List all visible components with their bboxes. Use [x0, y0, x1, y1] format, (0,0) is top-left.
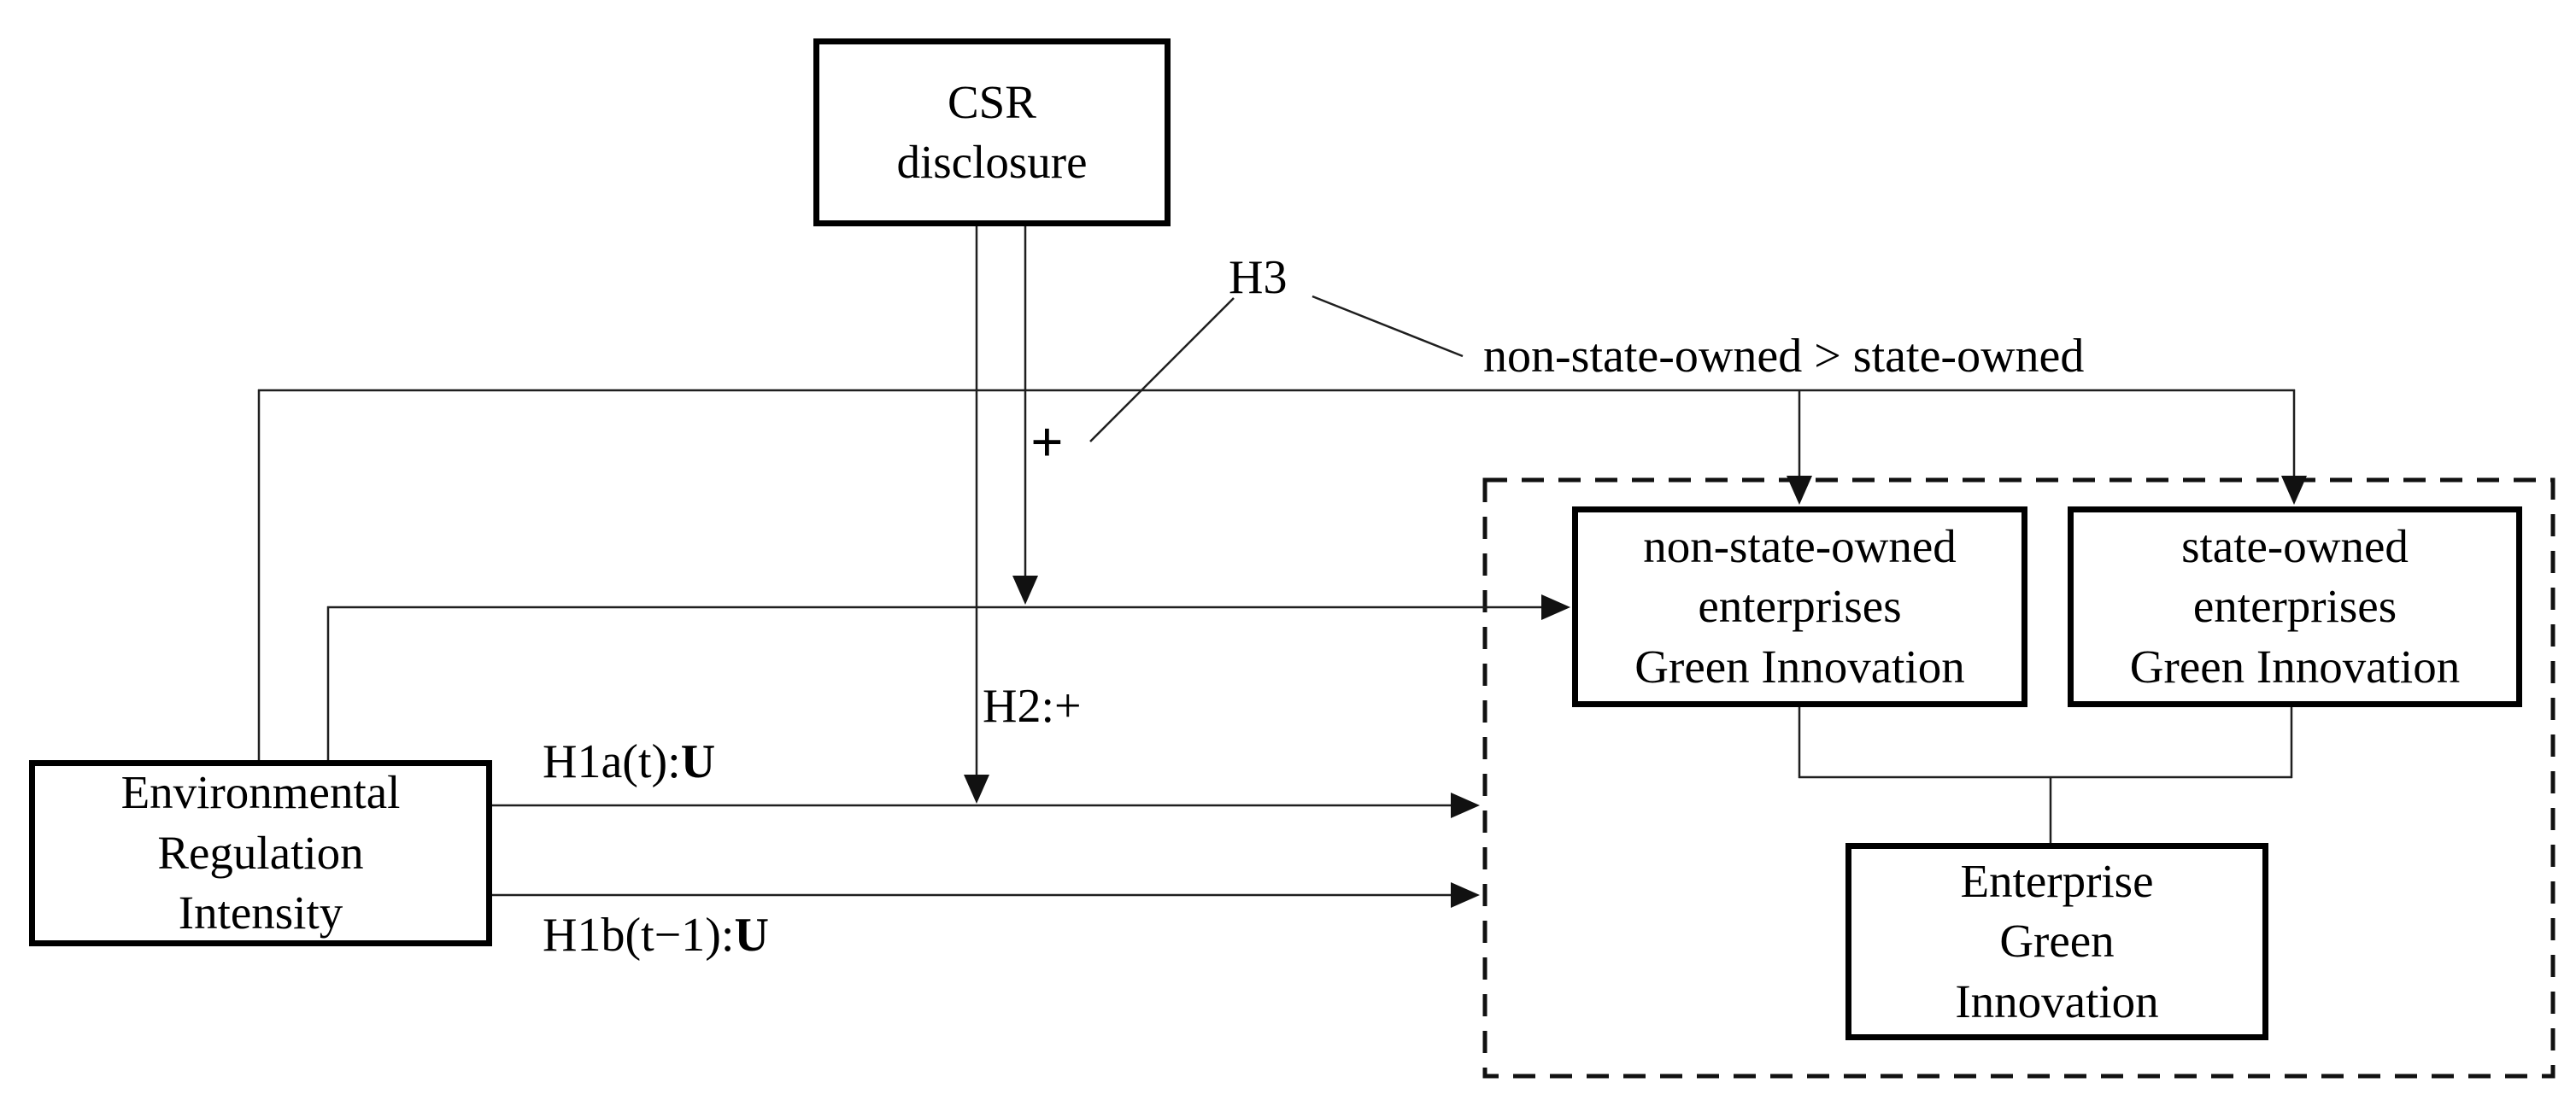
non-state-owned-box: non-state-owned enterprises Green Innova… [1572, 506, 2027, 707]
h3-leg-to-plus [1089, 297, 1235, 442]
h3-leg-to-ownership [1311, 295, 1464, 358]
csr-disclosure-box: CSR disclosure [813, 38, 1171, 226]
arrow-right-h1a-icon [1451, 793, 1480, 818]
enterprise-green-innovation-label: Enterprise Green Innovation [1955, 854, 2159, 1027]
h3-label: H3 [1229, 251, 1288, 304]
h1a-label-u: U [680, 735, 716, 788]
plus-sign-label: + [1030, 409, 1064, 474]
h1b-label-prefix: H1b(t−1): [543, 909, 735, 962]
csr-disclosure-label: CSR disclosure [896, 75, 1088, 188]
arrow-down-state-icon [2281, 476, 2307, 505]
state-owned-box: state-owned enterprises Green Innovation [2068, 506, 2522, 707]
non-state-owned-label: non-state-owned enterprises Green Innova… [1634, 519, 1965, 693]
dashed-group-border [1482, 477, 2555, 1079]
environmental-regulation-label: Environmental Regulation Intensity [120, 766, 401, 939]
arrow-down-nonstate-icon [1787, 476, 1812, 505]
enterprise-green-innovation-box: Enterprise Green Innovation [1845, 843, 2268, 1040]
h2-label: H2:+ [983, 680, 1082, 733]
arrow-right-nonstate-icon [1541, 594, 1570, 620]
arrow-down-h2-icon [964, 775, 989, 804]
arrow-down-moderation-icon [1012, 576, 1038, 605]
h1a-label: H1a(t):U [543, 737, 715, 787]
state-owned-label: state-owned enterprises Green Innovation [2129, 519, 2461, 693]
environmental-regulation-box: Environmental Regulation Intensity [29, 760, 492, 946]
h1b-label-u: U [734, 909, 769, 962]
h1a-label-prefix: H1a(t): [543, 735, 681, 788]
arrow-right-h1b-icon [1451, 882, 1480, 908]
h1b-label: H1b(t−1):U [543, 910, 769, 961]
ownership-comparison-label: non-state-owned > state-owned [1483, 330, 2085, 383]
